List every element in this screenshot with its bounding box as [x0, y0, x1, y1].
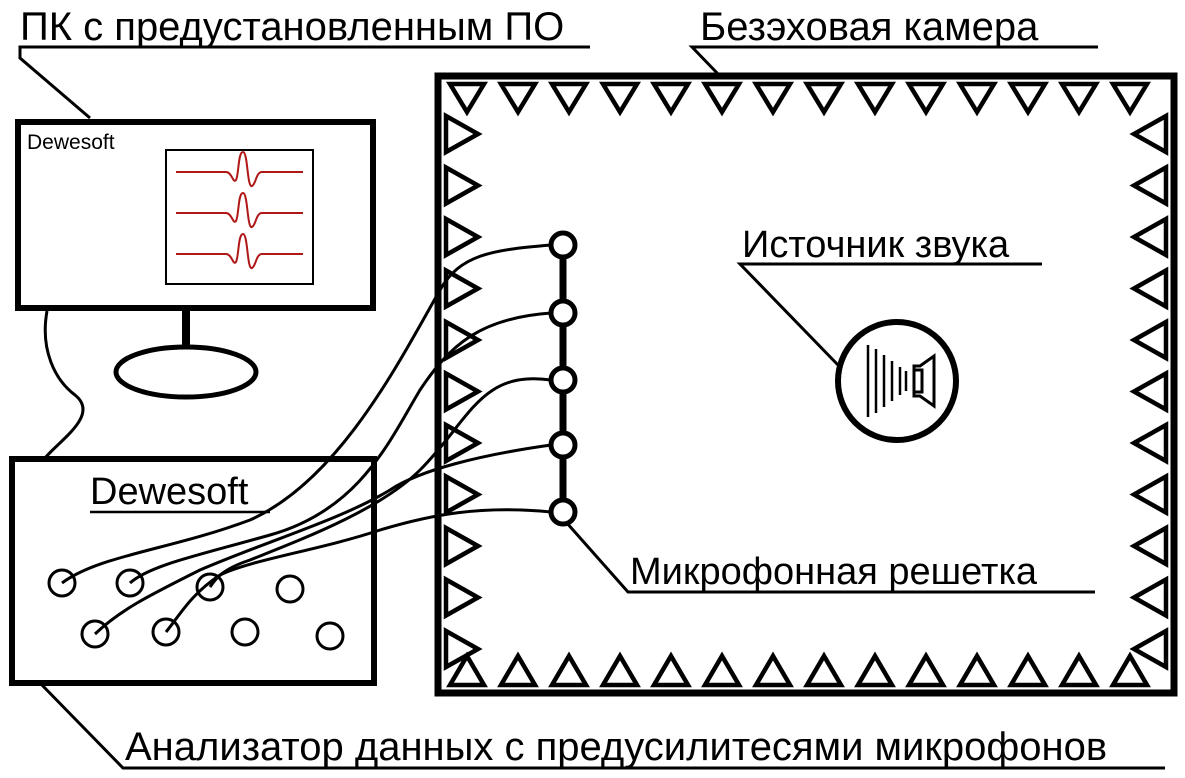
wedge-right [1129, 163, 1169, 208]
wedge-bottom [803, 651, 845, 688]
wedge-top [956, 81, 998, 117]
wedge-right [1129, 421, 1169, 465]
mic-array-label: Микрофонная решетка [630, 551, 1038, 593]
anechoic-chamber-wall [434, 72, 1178, 697]
wedge-top [1007, 81, 1049, 117]
wedge-bottom [1109, 651, 1151, 688]
analyzer-input-jack [230, 617, 260, 647]
data-analyzer-box [9, 456, 377, 686]
wedge-left [443, 472, 483, 517]
microphone [548, 298, 578, 328]
speaker-icon [866, 345, 936, 417]
wedge-top [905, 81, 947, 117]
monitor-stand-base [113, 344, 259, 400]
waveform-trace [176, 150, 303, 188]
mic-cable [164, 508, 552, 633]
analyzer-label-leader [38, 681, 1165, 770]
wedge-left [443, 421, 483, 465]
waveform-window [165, 149, 314, 285]
wedge-right [1129, 369, 1169, 414]
waveform-trace [176, 232, 303, 270]
wedge-top [803, 81, 845, 117]
wedge-right [1129, 524, 1169, 568]
analyzer-input-jack [275, 574, 305, 604]
wedge-top [446, 81, 488, 117]
wedge-left [443, 575, 483, 620]
mic-cable [128, 311, 552, 585]
wedge-bottom [1058, 651, 1100, 688]
microphone [548, 430, 578, 460]
pc-label-leader [18, 45, 590, 120]
wedge-bottom [854, 651, 896, 688]
analyzer-brand-label: Dewesoft [90, 471, 249, 513]
source-label-leader [736, 262, 1042, 367]
wedge-left [443, 163, 483, 208]
wedge-top [752, 81, 794, 117]
wedge-left [443, 215, 483, 259]
wedge-left [443, 318, 483, 362]
wedge-right [1129, 575, 1169, 620]
wedge-top [1109, 81, 1151, 117]
chamber-label: Безэховая камера [700, 5, 1039, 49]
wedge-left [443, 627, 483, 671]
analyzer-input-jack [315, 621, 345, 651]
pc-analyzer-cable [43, 310, 85, 459]
source-label: Источник звука [742, 224, 1010, 266]
wedge-bottom [548, 651, 590, 688]
wedge-left [443, 266, 483, 311]
wedge-top [650, 81, 692, 117]
wedge-right [1129, 472, 1169, 517]
pc-label: ПК с предустановленным ПО [20, 5, 564, 49]
wedge-top [548, 81, 590, 117]
mic-cable [93, 443, 552, 636]
wedge-left [443, 112, 483, 156]
mic-cables [61, 243, 552, 636]
wedge-bottom [599, 651, 641, 688]
wedge-top [599, 81, 641, 117]
mic-cable [208, 377, 552, 588]
wedge-right [1129, 215, 1169, 259]
wedge-bottom [1007, 651, 1049, 688]
waveform-traces [176, 150, 303, 270]
wedge-bottom [752, 651, 794, 688]
analyzer-label: Анализатор данных с предусилитесями микр… [125, 725, 1107, 769]
wedge-right [1129, 627, 1169, 671]
wedge-top [701, 81, 743, 117]
microphone [548, 230, 578, 260]
wedge-right [1129, 266, 1169, 311]
wedge-bottom [497, 651, 539, 688]
wedge-top [497, 81, 539, 117]
mic-cable [61, 243, 552, 585]
wedge-top [1058, 81, 1100, 117]
microphone [548, 497, 578, 527]
wedge-right [1129, 318, 1169, 362]
wedge-bottom [446, 651, 488, 688]
sound-source [835, 319, 959, 443]
waveform-trace [176, 191, 303, 229]
wedge-bottom [650, 651, 692, 688]
wedge-top [854, 81, 896, 117]
wedge-left [443, 524, 483, 568]
wedge-bottom [701, 651, 743, 688]
chamber-label-leader [688, 45, 1098, 78]
wedge-bottom [905, 651, 947, 688]
wedge-bottom [956, 651, 998, 688]
speaker-magnet [912, 368, 924, 394]
microphone [548, 365, 578, 395]
monitor-app-label: Dewesoft [27, 131, 115, 154]
absorber-wedges [443, 81, 1169, 688]
wedge-left [443, 369, 483, 414]
microphones [548, 230, 578, 527]
mic-array-label-leader [564, 521, 1095, 594]
wedge-right [1129, 112, 1169, 156]
